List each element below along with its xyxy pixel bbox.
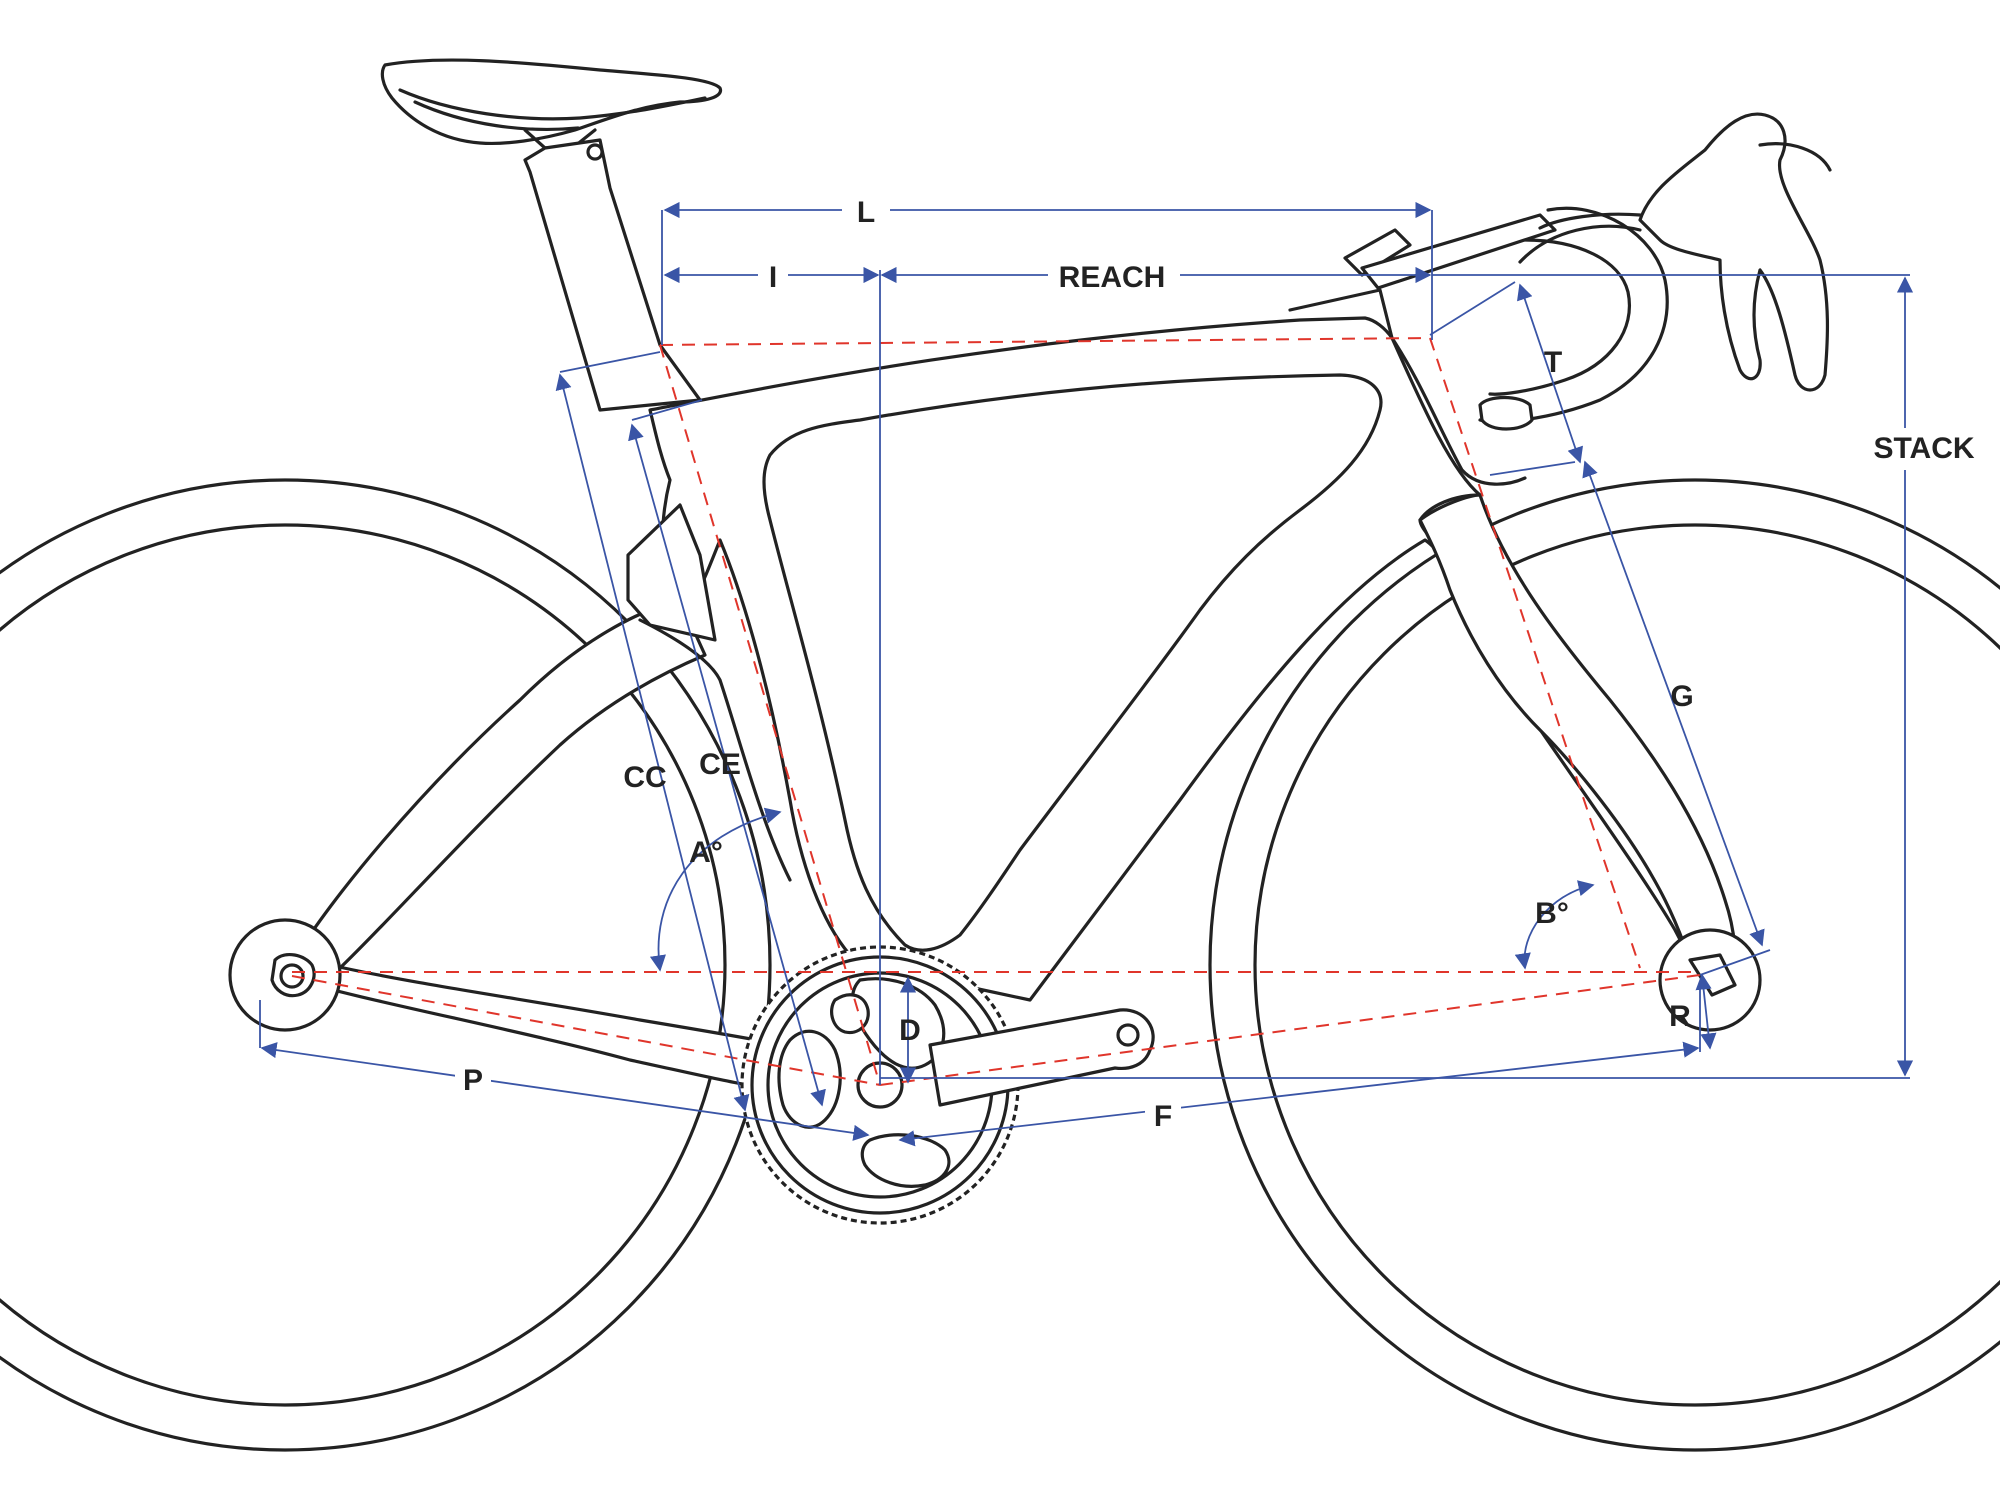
label-t: T bbox=[1544, 346, 1562, 379]
head-tube-geometry-line bbox=[1429, 337, 1641, 969]
rear-hub bbox=[228, 918, 342, 1032]
dimension-labels: L I REACH T STACK G CC CE A° B° D R P F bbox=[455, 190, 1985, 1136]
label-b: B° bbox=[1535, 897, 1569, 930]
label-r: R bbox=[1669, 1000, 1691, 1033]
label-f: F bbox=[1154, 1100, 1172, 1133]
top-tube-geometry-line bbox=[659, 337, 1431, 346]
label-ce: CE bbox=[699, 748, 741, 781]
chainstay-geometry-line bbox=[291, 975, 881, 1086]
label-l: L bbox=[857, 196, 875, 229]
label-reach: REACH bbox=[1059, 261, 1166, 294]
label-g: G bbox=[1670, 680, 1693, 713]
label-cc: CC bbox=[623, 761, 666, 794]
label-d: D bbox=[899, 1014, 921, 1047]
label-i: I bbox=[769, 261, 777, 294]
dimension-r-line bbox=[1695, 973, 1717, 1050]
dimension-f-line bbox=[898, 1041, 1700, 1147]
angle-a-arc bbox=[649, 807, 782, 972]
angle-b-arc bbox=[1514, 880, 1595, 970]
dimension-t-line bbox=[1517, 283, 1583, 464]
dimension-p-line bbox=[260, 1042, 870, 1141]
saddle bbox=[380, 58, 723, 150]
shift-lever bbox=[1638, 112, 1832, 392]
label-a: A° bbox=[689, 836, 723, 869]
dimension-g-line bbox=[1582, 460, 1765, 947]
label-stack: STACK bbox=[1873, 432, 1974, 465]
dimension-lines bbox=[259, 201, 1914, 1147]
label-p: P bbox=[463, 1064, 483, 1097]
front-wheel bbox=[1208, 478, 2000, 1452]
dimension-ce-line bbox=[628, 423, 826, 1107]
